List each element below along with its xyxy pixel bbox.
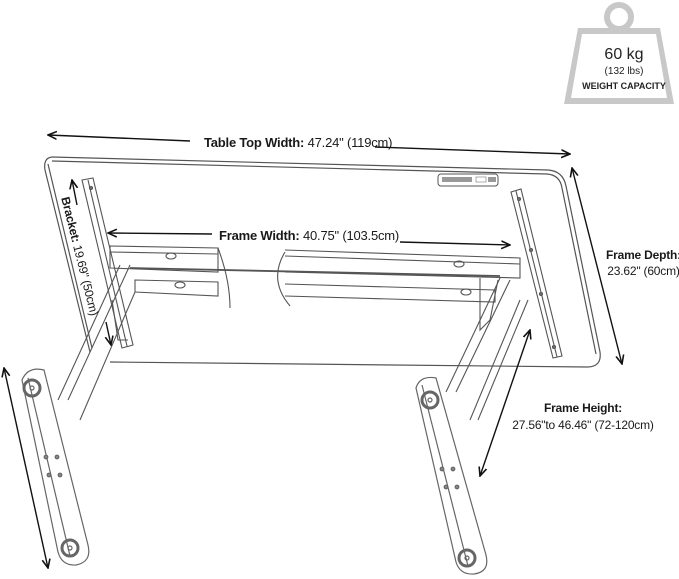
table-top bbox=[44, 156, 601, 368]
table-top-width-title: Table Top Width: bbox=[204, 135, 305, 150]
frame-height-label: Frame Height: 27.56"to 46.46" (72-120cm) bbox=[508, 401, 658, 432]
bracket-arrow-bottom bbox=[106, 321, 111, 345]
frame-width-arrow-left bbox=[108, 233, 213, 234]
frame-height-value: 27.56"to 46.46" (72-120cm) bbox=[512, 418, 654, 432]
frame-width-title: Frame Width: bbox=[219, 228, 300, 243]
dimension-arrows bbox=[4, 135, 622, 568]
table-top-width-arrow-right bbox=[374, 146, 570, 154]
frame-depth-label: Frame Depth: 23.62" (60cm) bbox=[606, 248, 679, 278]
right-leg bbox=[445, 277, 529, 421]
table-top-width-label: Table Top Width: 47.24" (119cm) bbox=[204, 135, 392, 150]
frame-depth-arrow bbox=[572, 168, 622, 364]
right-bracket bbox=[510, 188, 563, 359]
frame-width-label: Frame Width: 40.75" (103.5cm) bbox=[219, 228, 399, 243]
frame-width-arrow-right bbox=[399, 242, 510, 245]
left-leg bbox=[57, 264, 136, 421]
left-bracket bbox=[81, 177, 134, 349]
left-foot bbox=[21, 368, 90, 566]
frame-crossbar bbox=[109, 245, 521, 332]
table-top-width-arrow-left bbox=[48, 135, 191, 142]
table-top-width-value: 47.24" (119cm) bbox=[307, 135, 393, 150]
bracket-arrow-top bbox=[72, 180, 77, 206]
frame-width-value: 40.75" (103.5cm) bbox=[302, 228, 400, 243]
weight-capacity-caption: WEIGHT CAPACITY bbox=[582, 81, 666, 91]
foot-length-arrow bbox=[4, 368, 48, 568]
frame-height-title: Frame Height: bbox=[543, 401, 623, 415]
frame-height-arrow bbox=[480, 330, 530, 476]
weight-lbs: (132 lbs) bbox=[604, 66, 644, 77]
control-panel bbox=[437, 173, 499, 187]
frame-depth-title: Frame Depth: bbox=[606, 248, 679, 262]
right-foot bbox=[415, 376, 488, 575]
weight-icon bbox=[564, 2, 674, 104]
weight-value: 60 kg bbox=[604, 46, 644, 63]
frame-depth-value: 23.62" (60cm) bbox=[607, 264, 679, 278]
